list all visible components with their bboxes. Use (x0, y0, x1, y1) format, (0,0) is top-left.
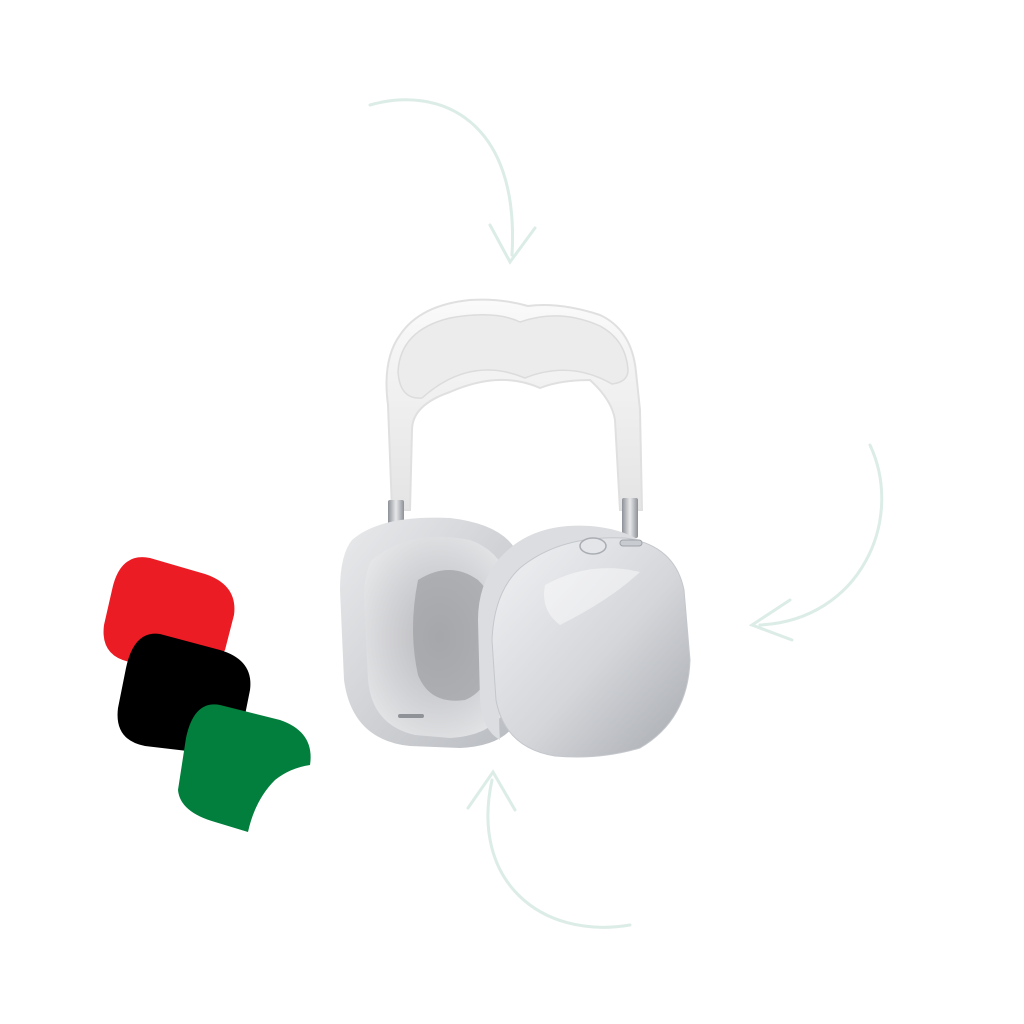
top-arrow-head (488, 223, 537, 265)
right-earcup-highlight (544, 568, 640, 625)
circular-arrows-icon (368, 98, 884, 929)
top-arc-arrow (368, 98, 515, 257)
red-swatch-icon[interactable] (103, 557, 235, 669)
green-swatch-icon[interactable] (178, 704, 311, 832)
right-arrow-head (748, 598, 794, 642)
left-earcup-opening (413, 570, 496, 701)
headband-canopy (397, 314, 629, 399)
digital-crown-icon[interactable] (579, 537, 607, 555)
bottom-arc-arrow (486, 778, 632, 929)
right-arc-arrow (758, 443, 884, 627)
noise-control-button-icon[interactable] (619, 539, 643, 547)
right-stem (622, 498, 638, 538)
left-earcup-mic-grille (398, 714, 424, 718)
color-swatches (103, 557, 311, 832)
left-stem (388, 500, 404, 526)
over-ear-headphones-icon (340, 298, 691, 758)
right-earcup-shell (491, 537, 691, 758)
bottom-arrow-head (466, 769, 517, 812)
